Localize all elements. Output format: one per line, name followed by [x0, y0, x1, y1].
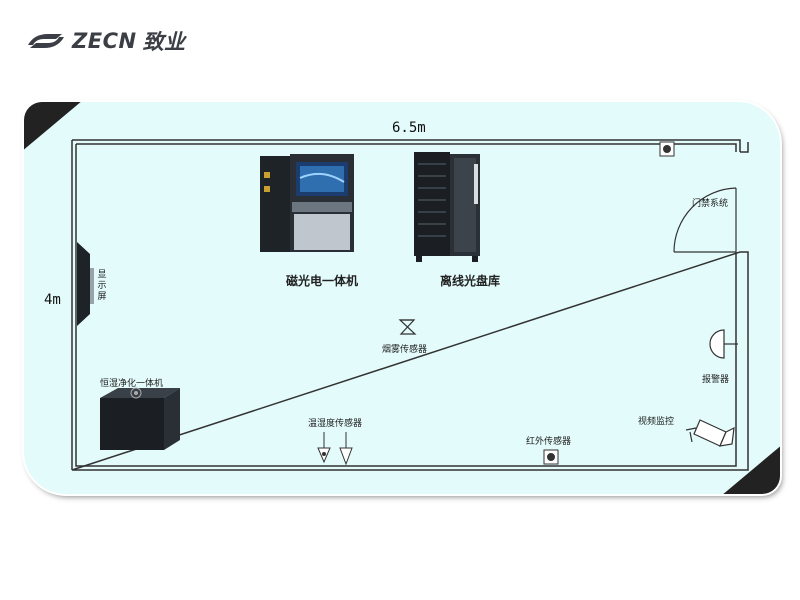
- floorplan-frame: 6.5m 4m 磁光电一体机 离线光盘库 显示屏 恒湿净化一体机 烟雾传感器 温…: [24, 102, 780, 494]
- temp-humidity-sensor-label: 温湿度传感器: [308, 419, 363, 429]
- alarm-label: 报警器: [702, 375, 730, 385]
- door-icon: [673, 187, 737, 253]
- air-purifier-icon: [100, 387, 180, 450]
- air-purifier-label: 恒湿净化一体机: [100, 379, 164, 389]
- height-dimension-label: 4m: [44, 292, 61, 308]
- infrared-sensor-icon: [543, 449, 559, 465]
- optical-library-label: 离线光盘库: [440, 274, 501, 288]
- width-dimension-label: 6.5m: [392, 120, 426, 136]
- video-camera-icon: [685, 419, 735, 447]
- access-control-label: 门禁系统: [692, 199, 729, 209]
- temp-humidity-sensor-icon: [317, 432, 353, 466]
- floorplan-drawing: [71, 139, 749, 471]
- logo-brand-text: ZECN: [72, 29, 137, 53]
- corner-sensor-icon: [659, 141, 675, 157]
- magneto-optical-label: 磁光电一体机: [286, 274, 359, 288]
- infrared-sensor-label: 红外传感器: [526, 437, 572, 447]
- brand-logo: ZECN 致业: [26, 28, 186, 54]
- smoke-sensor-label: 烟雾传感器: [382, 345, 428, 355]
- display-label: 显示屏: [97, 270, 107, 302]
- logo-suffix-text: 致业: [142, 30, 186, 54]
- room-walls: [71, 139, 749, 471]
- smoke-sensor-icon: [398, 319, 417, 335]
- magneto-optical-machine-icon: [260, 154, 354, 252]
- display-screen-icon: [77, 242, 94, 326]
- alarm-icon: [709, 329, 738, 359]
- optical-disc-library-icon: [414, 152, 480, 262]
- video-monitor-label: 视频监控: [638, 417, 675, 427]
- zecn-logo-icon: [28, 34, 64, 48]
